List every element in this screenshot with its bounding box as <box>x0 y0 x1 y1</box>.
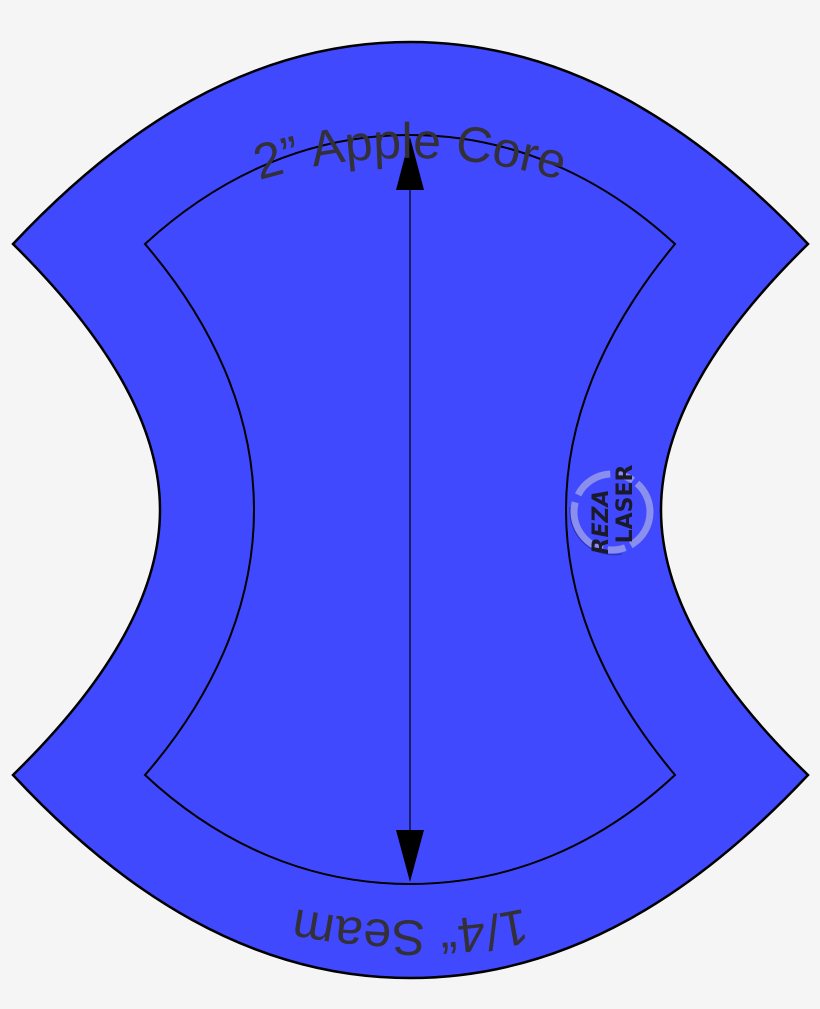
inner-finished-outline <box>143 133 677 886</box>
reza-laser-watermark: REZA LASER <box>569 465 654 556</box>
double-arrow-vertical-icon <box>396 137 424 882</box>
watermark-line1: REZA <box>589 490 614 555</box>
watermark-line2: LASER <box>613 465 638 544</box>
circle-ring-logo-icon <box>569 470 654 556</box>
